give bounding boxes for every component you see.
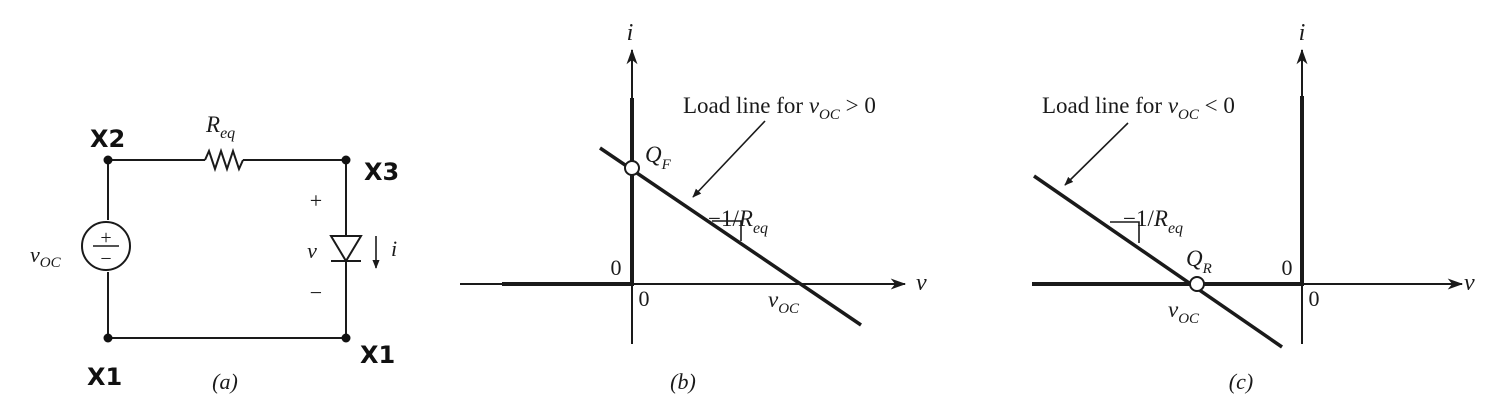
v-axis-label-b: v — [916, 270, 927, 296]
intercept-label-c: vOC — [1168, 297, 1200, 327]
diode-plus: + — [310, 188, 322, 213]
node-label-x2: X2 — [90, 125, 125, 153]
plot-b: i v −1/Req QF Load line for vOC > 0 0 0 … — [460, 20, 927, 394]
node-dot-bottom-left — [103, 333, 113, 343]
load-line-annotation-b: Load line for vOC > 0 — [683, 93, 876, 123]
node-label-x1-left: X1 — [87, 363, 122, 391]
current-label: i — [391, 236, 397, 261]
node-label-x1-right: X1 — [360, 341, 395, 369]
origin-y-label-c: 0 — [1282, 255, 1293, 280]
plot-c: i v −1/Req QR Load line for vOC < 0 0 0 … — [1032, 20, 1475, 394]
circuit-diagram: + − vOC + − v i Req X2 X3 X1 X1 (a) — [30, 112, 399, 394]
i-axis-label-c: i — [1299, 20, 1306, 46]
slope-marker-c — [1110, 221, 1140, 243]
diode-characteristic-c — [1032, 96, 1304, 286]
caption-b: (b) — [670, 369, 696, 394]
caption-c: (c) — [1229, 369, 1253, 394]
load-line-c — [1033, 174, 1283, 349]
resistor-label: Req — [205, 112, 235, 142]
q-point-f — [624, 160, 640, 176]
node-dot-bottom-right — [341, 333, 351, 343]
source-label: vOC — [30, 242, 62, 271]
origin-x-label-c: 0 — [1309, 286, 1320, 311]
slope-marker-b — [712, 220, 742, 241]
source-minus: − — [100, 248, 111, 270]
origin-y-label-b: 0 — [611, 255, 622, 280]
voltage-source — [81, 221, 131, 271]
intercept-label-b: vOC — [768, 287, 800, 317]
load-line-annotation-c: Load line for vOC < 0 — [1042, 93, 1235, 123]
load-line-b — [599, 146, 862, 327]
i-axis-label-b: i — [627, 20, 634, 46]
v-axis-label-c: v — [1464, 270, 1475, 296]
diode-minus: − — [310, 280, 322, 305]
node-label-x3: X3 — [364, 158, 399, 186]
slope-label-b: −1/Req — [708, 206, 768, 237]
origin-x-label-b: 0 — [639, 286, 650, 311]
q-point-f-label: QF — [645, 142, 672, 173]
resistor — [204, 147, 244, 173]
slope-label-c: −1/Req — [1123, 206, 1183, 237]
node-dot-top-right — [341, 155, 351, 165]
caption-a: (a) — [212, 369, 238, 394]
q-point-r — [1189, 276, 1205, 292]
node-dot-top-left — [103, 155, 113, 165]
annotation-arrow-c — [1064, 122, 1129, 186]
q-point-r-label: QR — [1186, 246, 1212, 277]
annotation-arrow-b — [692, 120, 766, 198]
diode-symbol — [329, 235, 363, 263]
source-plus: + — [100, 227, 111, 249]
diode-voltage-label: v — [307, 238, 317, 263]
